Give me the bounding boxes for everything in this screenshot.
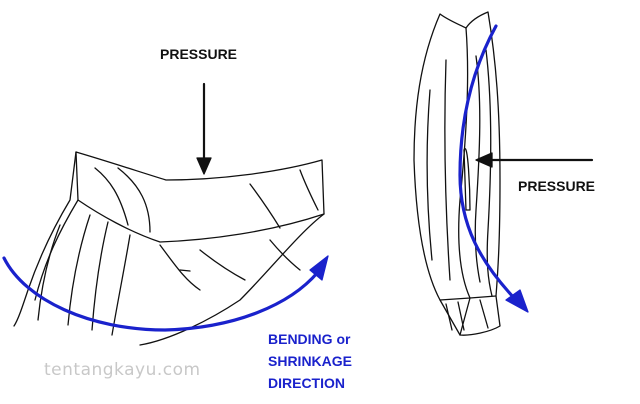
plank-outline xyxy=(413,11,501,336)
plank-grain-2 xyxy=(444,59,451,281)
bending-label-line-3: DIRECTION xyxy=(268,375,345,391)
grain-front-1 xyxy=(37,224,61,321)
grain-top-4 xyxy=(299,169,319,211)
grain-front-3 xyxy=(91,221,109,331)
grain-front-4 xyxy=(111,234,131,336)
bending-arrow-right xyxy=(458,24,529,313)
plank-end-grain-3 xyxy=(479,299,489,329)
grain-front-2 xyxy=(67,214,91,326)
grain-top-2 xyxy=(117,167,151,233)
bending-label-line-2: SHRINKAGE xyxy=(268,353,353,369)
grain-front-8 xyxy=(179,269,191,272)
pressure-arrow-left xyxy=(196,82,212,175)
plank-slot xyxy=(463,148,471,211)
plank-end-grain-1 xyxy=(445,303,453,331)
plank-groove-1 xyxy=(474,55,481,283)
pressure-arrow-right xyxy=(475,152,594,168)
bending-arrow-left xyxy=(2,255,329,332)
bending-direction-label: BENDING or SHRINKAGE DIRECTION xyxy=(268,328,352,394)
block-right-lower xyxy=(139,213,325,346)
bending-label-line-1: BENDING or xyxy=(268,331,351,347)
grain-front-5 xyxy=(159,244,201,291)
plank-grain-1 xyxy=(426,89,433,261)
pressure-label-top: PRESSURE xyxy=(160,46,238,62)
wood-block-left xyxy=(13,151,325,346)
block-front-edge xyxy=(13,151,77,327)
grain-top-3 xyxy=(249,183,281,229)
plank-bottom-face xyxy=(439,295,497,336)
grain-front-7 xyxy=(269,239,301,271)
grain-top-1 xyxy=(94,167,129,226)
block-bottom-edge xyxy=(34,199,79,301)
pressure-label-right: PRESSURE xyxy=(518,178,596,194)
watermark: tentangkayu.com xyxy=(44,360,201,380)
wood-plank-right xyxy=(413,11,501,336)
plank-groove-2 xyxy=(485,49,493,297)
grain-front-6 xyxy=(199,249,246,281)
plank-end-grain-2 xyxy=(457,301,465,331)
